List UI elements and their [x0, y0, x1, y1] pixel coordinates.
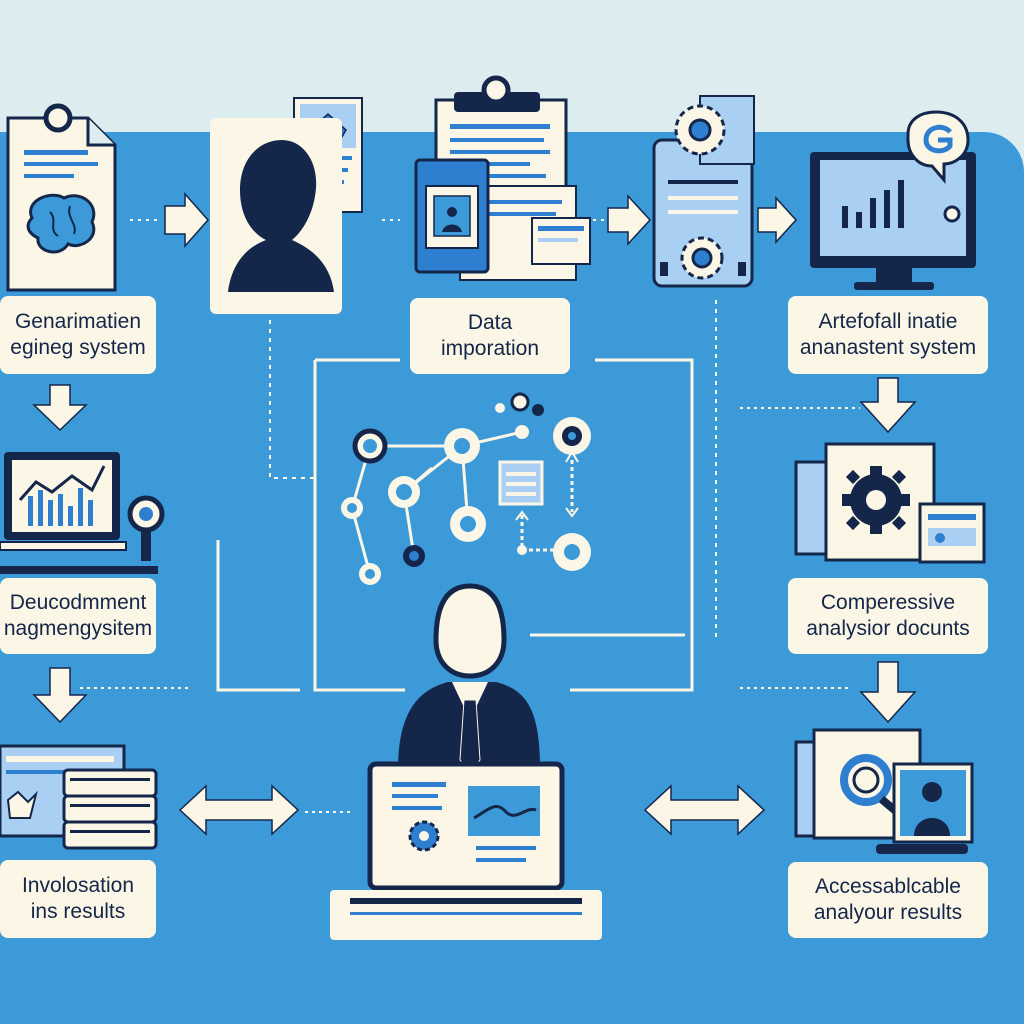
- clipboard-documents-icon: [414, 75, 591, 281]
- brain-document-icon: [6, 103, 117, 292]
- label-accessible-results: Accessablcable analyour results: [788, 862, 988, 938]
- gear-window-icon: [794, 442, 986, 564]
- arrow-both-left: [178, 784, 300, 836]
- label-document-management: Deucodmment nagmengysitem: [0, 578, 156, 654]
- label-involvement-line2: ins results: [30, 900, 126, 923]
- arrow-right-3: [757, 196, 798, 244]
- label-data-import-line1: Data: [467, 310, 513, 334]
- arrow-down-2: [32, 667, 88, 724]
- businessman-laptop-icon: [330, 583, 602, 940]
- label-data-import: Data imporation: [410, 298, 570, 374]
- label-data-import-line2: imporation: [440, 337, 540, 360]
- label-document-mgmt-line1: Deucodmment: [9, 590, 147, 614]
- label-artefact-system: Artefofall inatie ananastent system: [788, 296, 988, 374]
- laptop-chart-icon: [0, 452, 158, 574]
- network-gears-icon: [341, 392, 591, 585]
- arrow-down-3: [859, 377, 917, 434]
- magnifier-icon: [127, 495, 165, 561]
- label-accessible-line2: analyour results: [813, 901, 963, 924]
- connector-lines: [80, 219, 860, 813]
- label-artefact-line1: Artefofall inatie: [818, 309, 958, 333]
- flow-arrows: [32, 192, 917, 836]
- label-generation-line1: Genarimatien: [14, 309, 142, 333]
- book-stack-icon: [0, 744, 158, 850]
- arrow-right-2: [607, 194, 652, 246]
- label-involvement-results: Involosation ins results: [0, 860, 156, 938]
- arrow-right-1: [164, 192, 210, 248]
- gear-device-icon: [652, 95, 755, 288]
- arrow-both-right: [643, 784, 766, 836]
- label-accessible-line1: Accessablcable: [815, 874, 961, 898]
- arrow-down-1: [32, 384, 88, 432]
- monitor-chart-icon: [810, 110, 976, 290]
- label-generation-line2: egineg system: [10, 336, 146, 359]
- person-profile-icon: [210, 97, 363, 314]
- label-comprehensive-line2: analysior docunts: [806, 617, 970, 640]
- label-generation-system: Genarimatien egineg system: [0, 296, 156, 374]
- search-profile-icon: [794, 728, 974, 854]
- label-involvement-line1: Involosation: [21, 873, 135, 897]
- arrow-down-4: [859, 661, 917, 724]
- label-artefact-line2: ananastent system: [799, 336, 977, 359]
- label-comprehensive-analysis: Comperessive analysior docunts: [788, 578, 988, 654]
- label-document-mgmt-line2: nagmengysitem: [3, 617, 153, 640]
- label-comprehensive-line1: Comperessive: [820, 590, 956, 614]
